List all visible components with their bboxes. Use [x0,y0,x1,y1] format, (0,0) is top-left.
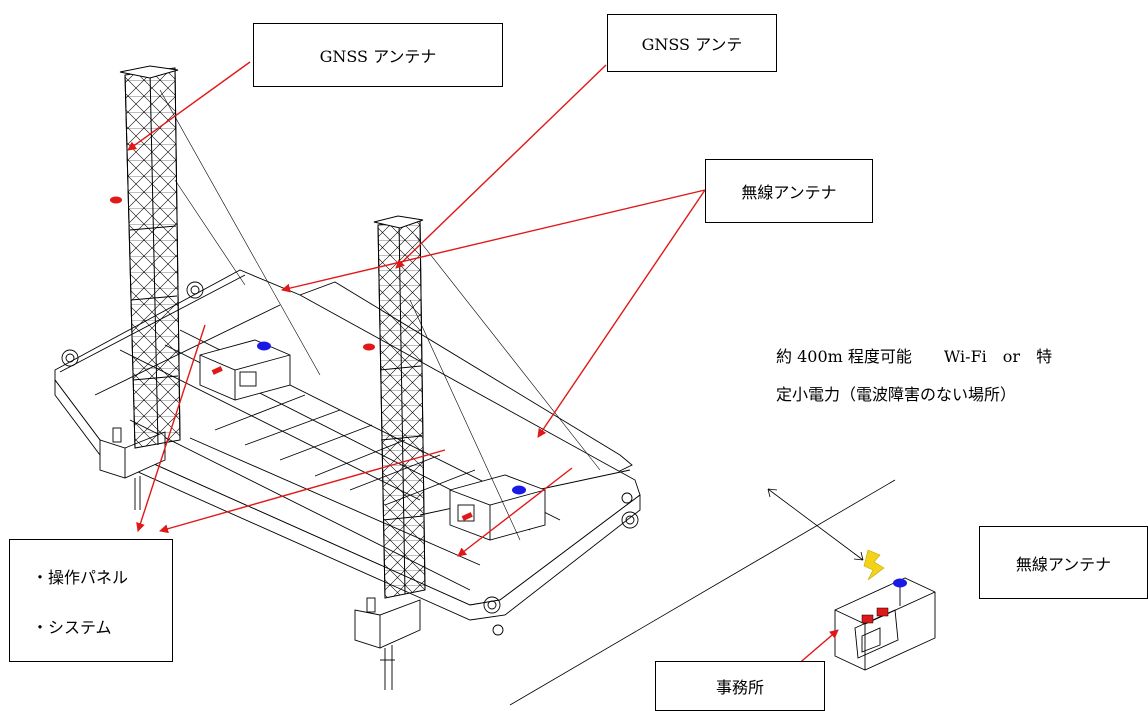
red-light-right [461,512,473,521]
radio-antenna-label-mid: 無線アンテナ [705,159,873,223]
gnss-antenna-label-right: GNSS アンテ [607,14,777,72]
panel-item-system: ・システム [32,617,112,637]
wireless-antenna-left [257,341,271,351]
lightning-icon [863,549,885,581]
left-tower [119,65,181,449]
gnss-marker-right [363,343,375,351]
range-arrow [767,488,864,561]
radio-antenna-label-right: 無線アンテナ [979,526,1148,599]
range-note-line-1: 約 400m 程度可能 Wi-Fi or 特 [776,347,1053,366]
gnss-marker-left [110,196,122,204]
right-tower [373,215,426,599]
red-light-left [211,366,223,375]
gnss-antenna-label-left: GNSS アンテナ [253,23,503,87]
office-label: 事務所 [655,661,825,711]
office-building [509,479,936,706]
range-note-line-2: 定小電力（電波障害のない場所） [776,385,1017,404]
office-antenna [893,578,907,588]
wireless-antenna-right [512,485,526,495]
markers [110,196,526,521]
pointer-arrows [127,61,839,691]
panel-item-operation: ・操作パネル [32,567,129,587]
control-panel-box: ・操作パネル ・システム [9,539,173,662]
